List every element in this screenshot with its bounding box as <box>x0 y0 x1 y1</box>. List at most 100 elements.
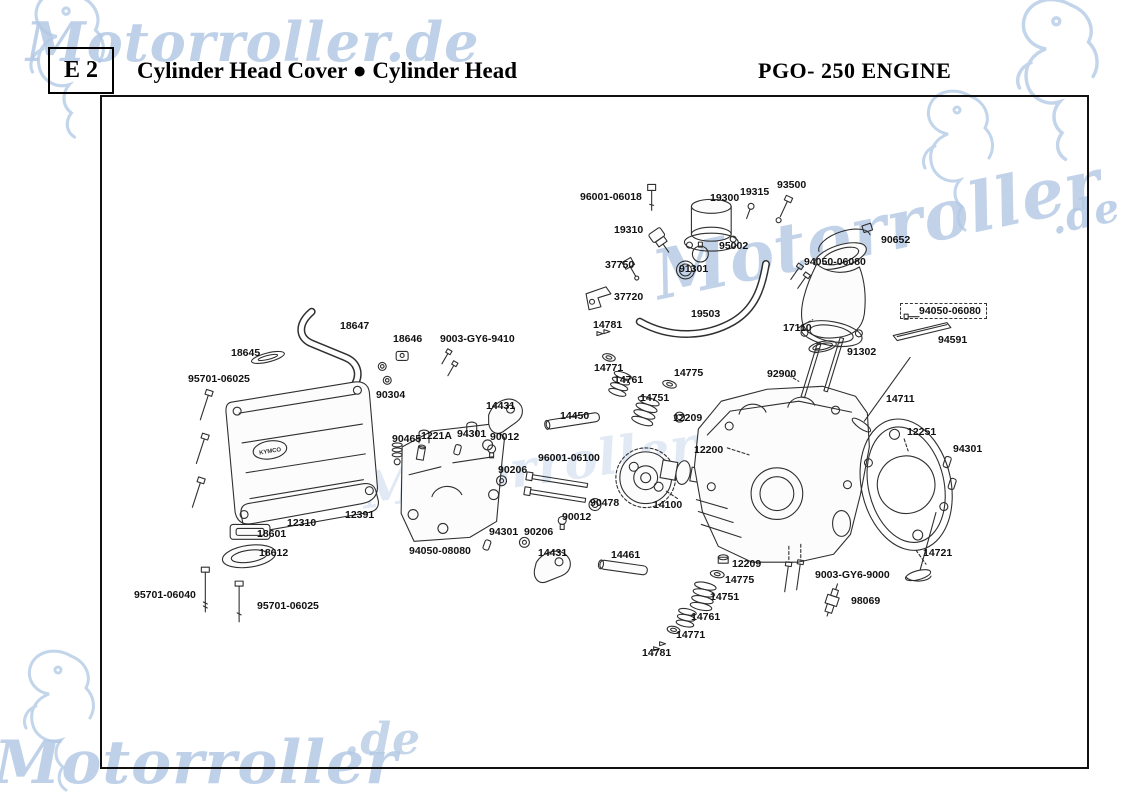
cap-nut-90012 <box>487 444 497 459</box>
bolt-19315 <box>746 202 755 220</box>
part-label-14431: 14431 <box>538 547 568 559</box>
rocker-bracket-assembly <box>400 421 506 542</box>
part-label-12391: 12391 <box>345 509 375 521</box>
dowel-94301 <box>453 444 462 456</box>
hose-19503 <box>635 260 770 338</box>
part-label-14775: 14775 <box>725 574 755 586</box>
diagram-frame: KYMCO <box>100 95 1089 769</box>
part-label-9003-GY6-9000: 9003-GY6-9000 <box>815 569 890 581</box>
part-label-14781: 14781 <box>642 647 672 659</box>
spark-plug-98069 <box>824 583 840 617</box>
part-label-19300: 19300 <box>710 192 740 204</box>
seahorse-icon <box>22 649 95 792</box>
spring-seat-bottom <box>709 569 725 579</box>
part-label-18612: 18612 <box>259 547 289 559</box>
intake-manifold-17110 <box>800 222 874 348</box>
part-label-18646: 18646 <box>393 333 423 345</box>
valve-14721 <box>904 511 937 582</box>
valve-14711 <box>851 356 911 433</box>
spring-retainer-top <box>602 353 616 362</box>
bolts-96001-06100 <box>523 471 589 503</box>
spring-seat-top <box>662 379 677 389</box>
washer-90478 <box>588 498 602 512</box>
part-label-95701-06040: 95701-06040 <box>134 589 196 601</box>
part-label-37750: 37750 <box>605 259 635 271</box>
rocker-arm-top <box>488 398 523 434</box>
part-label-98069: 98069 <box>851 595 881 607</box>
part-label-96001-06018: 96001-06018 <box>580 191 642 203</box>
tappet-cover-18612 <box>221 544 277 569</box>
cover-badge-text: KYMCO <box>259 447 282 456</box>
part-label-14761: 14761 <box>691 611 721 623</box>
part-label-14450: 14450 <box>560 410 590 422</box>
part-label-94050-06080: 94050-06080 <box>804 256 866 268</box>
sensor-37750 <box>621 256 640 281</box>
page-title: Cylinder Head Cover ● Cylinder Head <box>137 58 517 83</box>
part-label-94301: 94301 <box>953 443 983 455</box>
oring-91301 <box>675 260 695 280</box>
bracket-37720 <box>585 286 612 311</box>
inner-spring-top <box>608 370 632 397</box>
part-label-94301: 94301 <box>489 526 519 538</box>
rocker-shaft-14450 <box>544 412 600 430</box>
part-label-94050-08080: 94050-08080 <box>409 545 471 557</box>
cylinder-head-12200 <box>693 385 870 563</box>
part-label-17110: 17110 <box>783 322 812 334</box>
part-label-18647: 18647 <box>340 320 370 332</box>
nuts-90304 <box>377 361 392 385</box>
part-label-90012: 90012 <box>490 431 520 443</box>
leader-lines <box>665 319 927 565</box>
part-label-37720: 37720 <box>614 291 644 303</box>
pin-1221a <box>415 444 427 461</box>
part-label-14771: 14771 <box>676 629 706 641</box>
part-label-14771: 14771 <box>594 362 624 374</box>
cover-gasket-plate <box>250 350 285 364</box>
part-label-14100: 14100 <box>653 499 683 511</box>
part-label-12209: 12209 <box>732 558 762 570</box>
part-label-96001-06100: 96001-06100 <box>538 452 600 464</box>
dowel-94301-b <box>482 539 492 551</box>
part-label-94301: 94301 <box>457 428 487 440</box>
engine-title: PGO- 250 ENGINE <box>758 58 952 83</box>
valve-cotters-bottom <box>653 641 667 652</box>
clip-18646 <box>395 350 409 361</box>
part-label-94050-06080: 94050-06080 <box>900 303 987 319</box>
part-label-90206: 90206 <box>498 464 528 476</box>
part-label-1221A: 1221A <box>421 430 452 442</box>
tappet-cover-18601 <box>229 523 271 540</box>
outer-spring-bottom <box>689 581 717 612</box>
part-label-90652: 90652 <box>881 234 911 246</box>
part-label-90304: 90304 <box>376 389 406 401</box>
water-outlet-19300 <box>683 198 739 252</box>
breather-pipe <box>297 307 362 397</box>
part-label-95701-06025: 95701-06025 <box>257 600 319 612</box>
part-label-12209: 12209 <box>673 412 703 424</box>
bolts-9003-gy6-9000 <box>784 543 805 593</box>
inner-spring-bottom <box>675 607 697 628</box>
cover-bolts-bottom <box>200 566 244 623</box>
part-label-18601: 18601 <box>257 528 287 540</box>
part-label-91301: 91301 <box>679 263 709 275</box>
valve-seal-12209-bottom <box>717 554 729 564</box>
part-label-12310: 12310 <box>287 517 317 529</box>
part-label-14751: 14751 <box>640 392 670 404</box>
valve-seal-12209-top <box>673 411 686 423</box>
bolt-93500 <box>775 194 794 224</box>
spring-90465 <box>391 442 403 466</box>
part-label-12200: 12200 <box>694 444 724 456</box>
part-label-90465: 90465 <box>392 433 422 445</box>
bolt-96001-06018 <box>647 183 657 211</box>
part-label-19315: 19315 <box>740 186 770 198</box>
cover-gasket-12310 <box>240 482 379 534</box>
cylinder-head-cover: KYMCO <box>225 381 378 525</box>
part-label-14775: 14775 <box>674 367 704 379</box>
part-label-95701-06025: 95701-06025 <box>188 373 250 385</box>
part-label-93500: 93500 <box>777 179 807 191</box>
clamp-90652 <box>818 222 874 252</box>
part-label-14461: 14461 <box>611 549 641 561</box>
part-label-14431: 14431 <box>486 400 516 412</box>
sensor-19310 <box>648 227 670 253</box>
engine-exploded-art: KYMCO <box>191 183 957 652</box>
